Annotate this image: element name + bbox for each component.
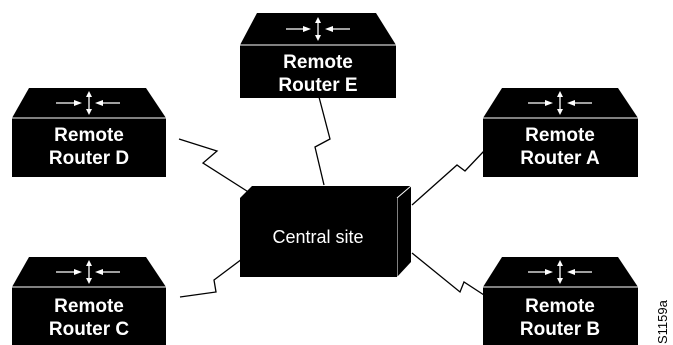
router-e-label-line2: Router E [278, 75, 357, 96]
remote-router-d: Remote Router D [12, 88, 166, 177]
central-site-side [397, 186, 411, 277]
router-d-body [12, 118, 166, 177]
remote-router-e: Remote Router E [240, 13, 396, 98]
remote-router-c: Remote Router C [12, 257, 166, 345]
figure-id-label: S1159a [655, 299, 670, 344]
router-e-body [240, 45, 396, 98]
router-e-label-line1: Remote [283, 52, 353, 73]
link-to-router-b [411, 252, 485, 296]
router-e-arrows-icon [286, 17, 350, 41]
router-b-label-line1: Remote [525, 296, 595, 317]
link-to-router-e [314, 96, 331, 186]
router-c-arrows-icon [56, 260, 120, 284]
router-a-body [483, 118, 638, 177]
router-b-body [483, 287, 638, 345]
remote-router-a: Remote Router A [483, 88, 638, 177]
router-b-label-line2: Router B [520, 319, 600, 340]
link-to-router-c [179, 243, 263, 298]
router-c-label-line1: Remote [54, 296, 124, 317]
router-d-label-line1: Remote [54, 125, 124, 146]
remote-router-b: Remote Router B [483, 257, 638, 345]
router-a-label-line2: Router A [520, 148, 600, 169]
router-c-body [12, 287, 166, 345]
central-site-label: Central site [272, 227, 363, 247]
central-site-top [240, 186, 411, 198]
router-a-arrows-icon [528, 91, 592, 115]
router-c-label-line2: Router C [49, 319, 130, 340]
router-d-label-line2: Router D [49, 148, 129, 169]
link-to-router-d [178, 138, 251, 194]
router-a-label-line1: Remote [525, 125, 595, 146]
link-to-router-a [411, 150, 485, 206]
router-b-arrows-icon [528, 260, 592, 284]
central-site: Central site [240, 185, 412, 277]
router-d-arrows-icon [56, 91, 120, 115]
central-site-front [240, 198, 397, 277]
